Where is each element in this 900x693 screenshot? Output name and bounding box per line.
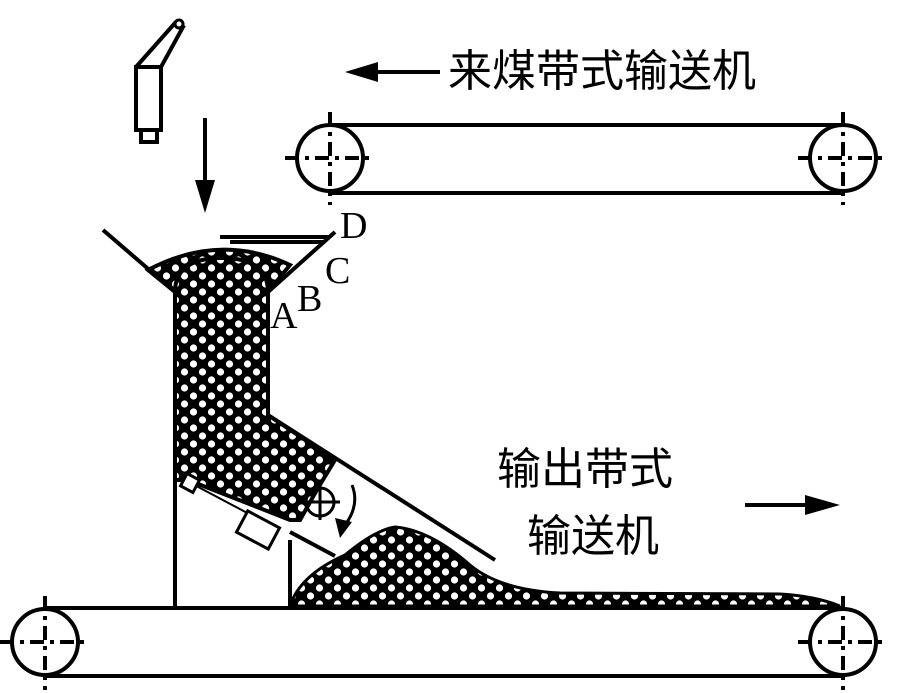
incoming-conveyor: [285, 112, 888, 205]
sensor-icon: [134, 18, 186, 144]
output-conveyor-label-line1: 输出带式: [497, 444, 673, 495]
feed-direction-arrow: [195, 118, 215, 213]
incoming-direction-arrow: [345, 62, 440, 82]
chute-walls: [101, 228, 497, 608]
flap-gate: [178, 471, 357, 552]
output-direction-arrow: [745, 495, 840, 515]
point-label-b: B: [297, 278, 323, 320]
coal-in-chute: [144, 247, 338, 522]
output-conveyor-label-line2: 输送机: [527, 511, 659, 562]
incoming-conveyor-label: 来煤带式输送机: [448, 46, 756, 97]
coal-pile: [287, 525, 841, 608]
point-label-d: D: [340, 205, 368, 247]
point-label-c: C: [325, 250, 351, 292]
point-label-a: A: [270, 295, 298, 337]
output-conveyor: [0, 596, 888, 690]
